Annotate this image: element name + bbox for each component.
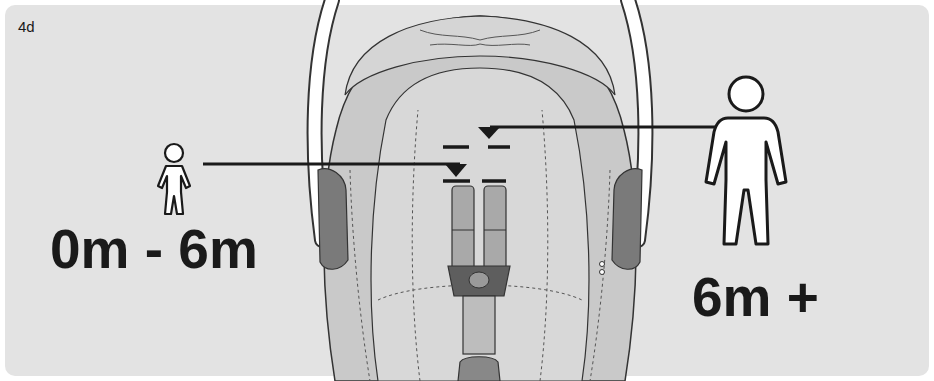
leader-lines xyxy=(203,127,740,177)
car-seat xyxy=(315,0,646,381)
age-range-label: 0m - 6m xyxy=(50,222,258,277)
harness-slots xyxy=(443,147,510,181)
infant-figure xyxy=(158,144,190,214)
child-figure xyxy=(706,77,786,244)
age-range-label: 6m + xyxy=(692,270,819,325)
figure-number: 4d xyxy=(18,19,35,34)
